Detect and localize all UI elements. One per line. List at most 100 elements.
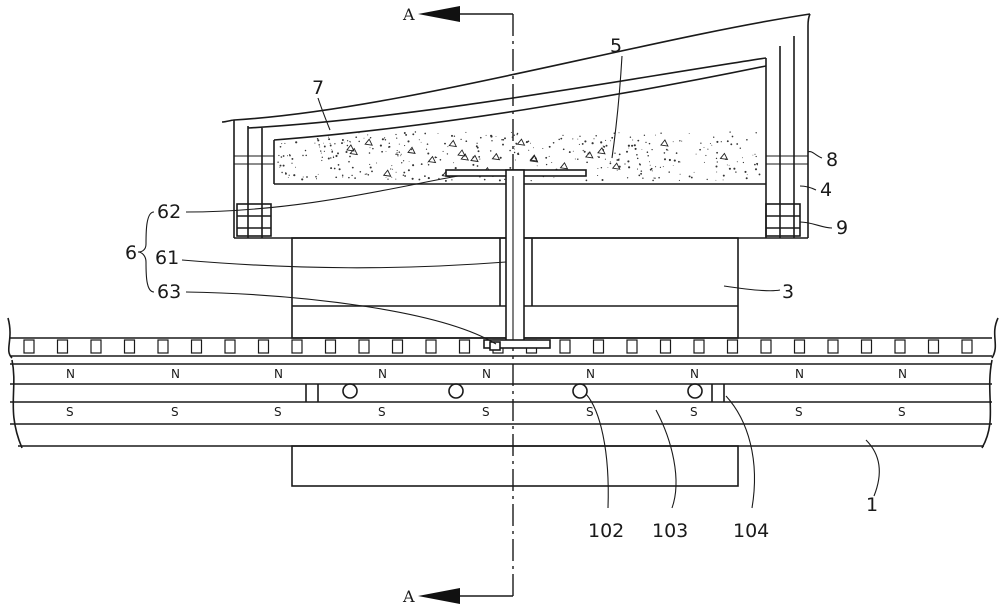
speckle-dot [395,153,397,155]
magnet-block-9 [236,203,801,237]
speckle-dot [279,166,281,168]
speckle-grain [597,146,606,155]
rail-tooth [190,339,203,354]
speckle-dot [444,179,447,182]
speckle-dot [632,139,634,141]
speckle-grain [559,161,569,170]
pole-n: N [482,367,491,381]
speckle-dot [628,147,630,149]
speckle-dot [568,151,571,154]
speckle-grain [427,155,437,164]
speckle-dot [736,161,738,163]
speckle-dot [649,164,651,166]
speckle-dot [349,141,351,143]
speckle-dot [716,151,719,154]
speckle-dot [341,174,344,176]
speckle-grain [382,169,392,177]
speckle-dot [551,162,553,163]
speckle-dot [398,143,400,145]
speckle-dot [545,163,548,166]
pole-s: S [898,405,906,419]
speckle-dot [514,146,515,148]
pole-s: S [795,405,803,419]
speckle-dot [536,165,538,167]
rail-tooth [123,339,136,354]
speckle-dot [584,140,587,143]
speckle-dot [287,155,288,157]
speckle-dot [327,157,330,160]
speckle-dot [475,145,478,148]
speckle-dot [513,151,516,154]
speckle-dot [597,156,599,158]
speckle-dot [450,134,454,137]
speckle-dot [418,139,420,141]
speckle-grain [364,138,373,146]
pole-n: N [586,367,595,381]
speckle-dot [610,140,612,142]
speckle-dot [385,151,387,152]
speckle-dot [586,161,588,164]
speckle-dot [397,155,399,157]
speckle-dot [715,165,718,168]
speckle-dot [651,170,653,172]
speckle-dot [560,137,563,140]
speckle-dot [395,133,397,136]
lower-block [291,445,739,487]
speckle-dot [603,145,606,148]
speckle-dot [643,134,646,136]
speckle-dot [453,162,455,164]
speckle-dot [611,136,614,139]
ball-102 [572,383,588,399]
speckle-dot [357,131,360,134]
speckle-dot [636,157,639,160]
speckle-dot [404,175,406,177]
speckle-dot [636,168,639,170]
speckle-dot [553,177,555,179]
speckle-dot [338,168,341,171]
speckle-grain [407,146,416,154]
speckle-dot [282,155,285,157]
speckle-dot [337,164,340,166]
speckle-dot [722,179,724,181]
speckle-grain [470,154,479,163]
speckle-dot [427,164,430,166]
speckle-dot [598,156,600,159]
pole-n: N [795,367,804,381]
speckle-dot [329,142,331,144]
speckle-dot [335,154,338,158]
speckle-dot [359,171,362,173]
speckle-grain [516,138,526,146]
speckle-dot [369,147,371,149]
rail-tooth [760,339,772,354]
reference-numerals: 7 5 8 4 9 3 62 61 63 6 102 103 104 1 [125,35,878,542]
speckle-dot [628,166,631,169]
speckle-dot [695,153,697,155]
pole-n: N [274,367,283,381]
label-104: 104 [733,520,769,542]
speckle-dot [511,136,514,138]
speckle-dot [498,179,501,182]
speckle-dot [420,163,423,166]
speckle-dot [741,157,743,159]
speckle-dot [332,155,334,157]
speckle-dot [716,161,718,163]
speckle-dot [400,155,402,157]
label-103: 103 [652,520,688,542]
speckle-dot [513,148,515,150]
label-102: 102 [588,520,624,542]
speckle-dot [348,160,350,163]
speckle-dot [465,140,468,143]
speckle-dot [411,177,414,180]
speckle-dot [679,173,681,175]
speckle-dot [407,140,410,143]
speckle-dot [289,154,291,157]
speckle-dot [390,168,392,170]
speckle-dot [504,137,506,140]
speckle-dot [627,144,630,147]
speckle-dot [424,175,426,177]
speckle-dot [396,137,398,139]
speckle-dot [754,168,758,171]
speckle-dot [391,165,393,167]
speckle-grain [584,151,594,159]
